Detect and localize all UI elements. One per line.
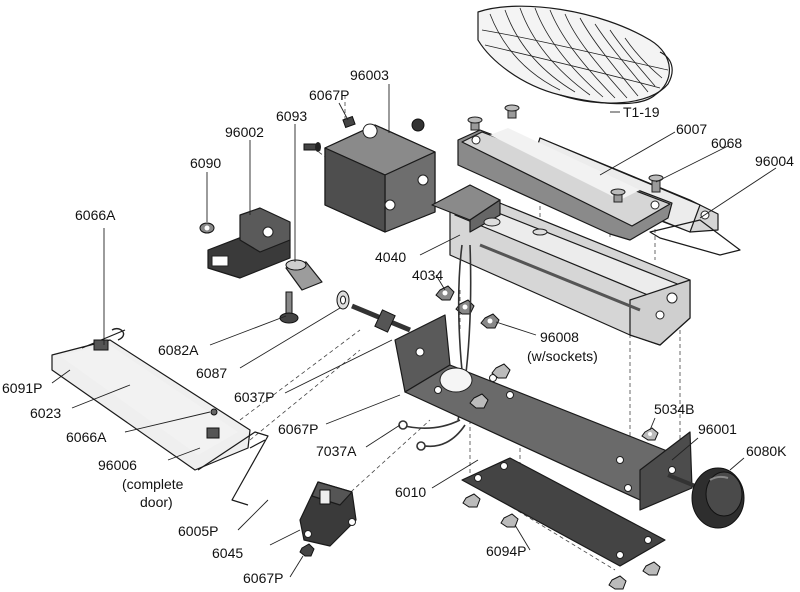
label-96008: 96008 (540, 329, 579, 345)
label-6080K: 6080K (746, 443, 787, 459)
part-labels: 96003 6067P 6093 96002 6090 6066A T1-19 … (2, 67, 794, 586)
label-6067P-mid: 6067P (278, 421, 318, 437)
thumb-screw-6082A (279, 291, 299, 324)
label-96006-sub2: door) (140, 494, 173, 510)
label-96006-sub1: (complete (122, 476, 184, 492)
label-96001: 96001 (698, 421, 737, 437)
base-bracket-6010 (394, 314, 693, 511)
label-6087: 6087 (196, 365, 227, 381)
door-96006 (51, 328, 269, 506)
label-5034B: 5034B (654, 401, 694, 417)
label-96008-sub: (w/sockets) (527, 348, 598, 364)
label-4040: 4040 (375, 249, 406, 265)
nut-5034B (641, 427, 659, 441)
label-6005P: 6005P (178, 523, 218, 539)
label-6094P: 6094P (486, 543, 526, 559)
label-6023: 6023 (30, 405, 61, 421)
label-6066A-top: 6066A (75, 207, 116, 223)
label-6067P-bot: 6067P (243, 570, 283, 586)
label-6082A: 6082A (158, 342, 199, 358)
bracket-4040 (431, 184, 501, 233)
label-6066A-low: 6066A (66, 429, 107, 445)
leader-lines (51, 84, 777, 578)
label-6068: 6068 (711, 135, 742, 151)
screw (610, 188, 626, 203)
screw (648, 174, 664, 193)
label-96006: 96006 (98, 457, 137, 473)
label-6067P-top: 6067P (309, 87, 349, 103)
label-96002: 96002 (225, 124, 264, 140)
washer-and-rod-6087 (336, 290, 411, 333)
label-6093: 6093 (276, 108, 307, 124)
label-6091P: 6091P (2, 380, 42, 396)
switch-6045 (299, 481, 357, 557)
label-6037P: 6037P (234, 389, 274, 405)
label-96003: 96003 (350, 67, 389, 83)
label-6090: 6090 (190, 155, 221, 171)
socket-panel-96008 (431, 184, 691, 346)
label-T1-19: T1-19 (623, 104, 660, 120)
screw (467, 116, 483, 131)
bottom-plate-6094P (461, 457, 666, 590)
label-7037A: 7037A (316, 443, 357, 459)
wire-basket-guard (477, 5, 673, 105)
label-6010: 6010 (395, 484, 426, 500)
label-6007: 6007 (676, 121, 707, 137)
screw (504, 104, 520, 119)
label-4034: 4034 (412, 267, 443, 283)
screw-6067P-top (303, 115, 356, 152)
latch-6066A-top (93, 328, 125, 351)
lamp-strip-6007 (457, 104, 673, 241)
spacer-6093 (285, 259, 323, 291)
lamp-housing-96003 (324, 118, 436, 233)
label-96004: 96004 (755, 153, 794, 169)
knob-6080K (667, 467, 745, 529)
latch-6066A-low (206, 408, 220, 439)
socket-bracket-96002 (199, 207, 291, 279)
label-6045: 6045 (212, 545, 243, 561)
